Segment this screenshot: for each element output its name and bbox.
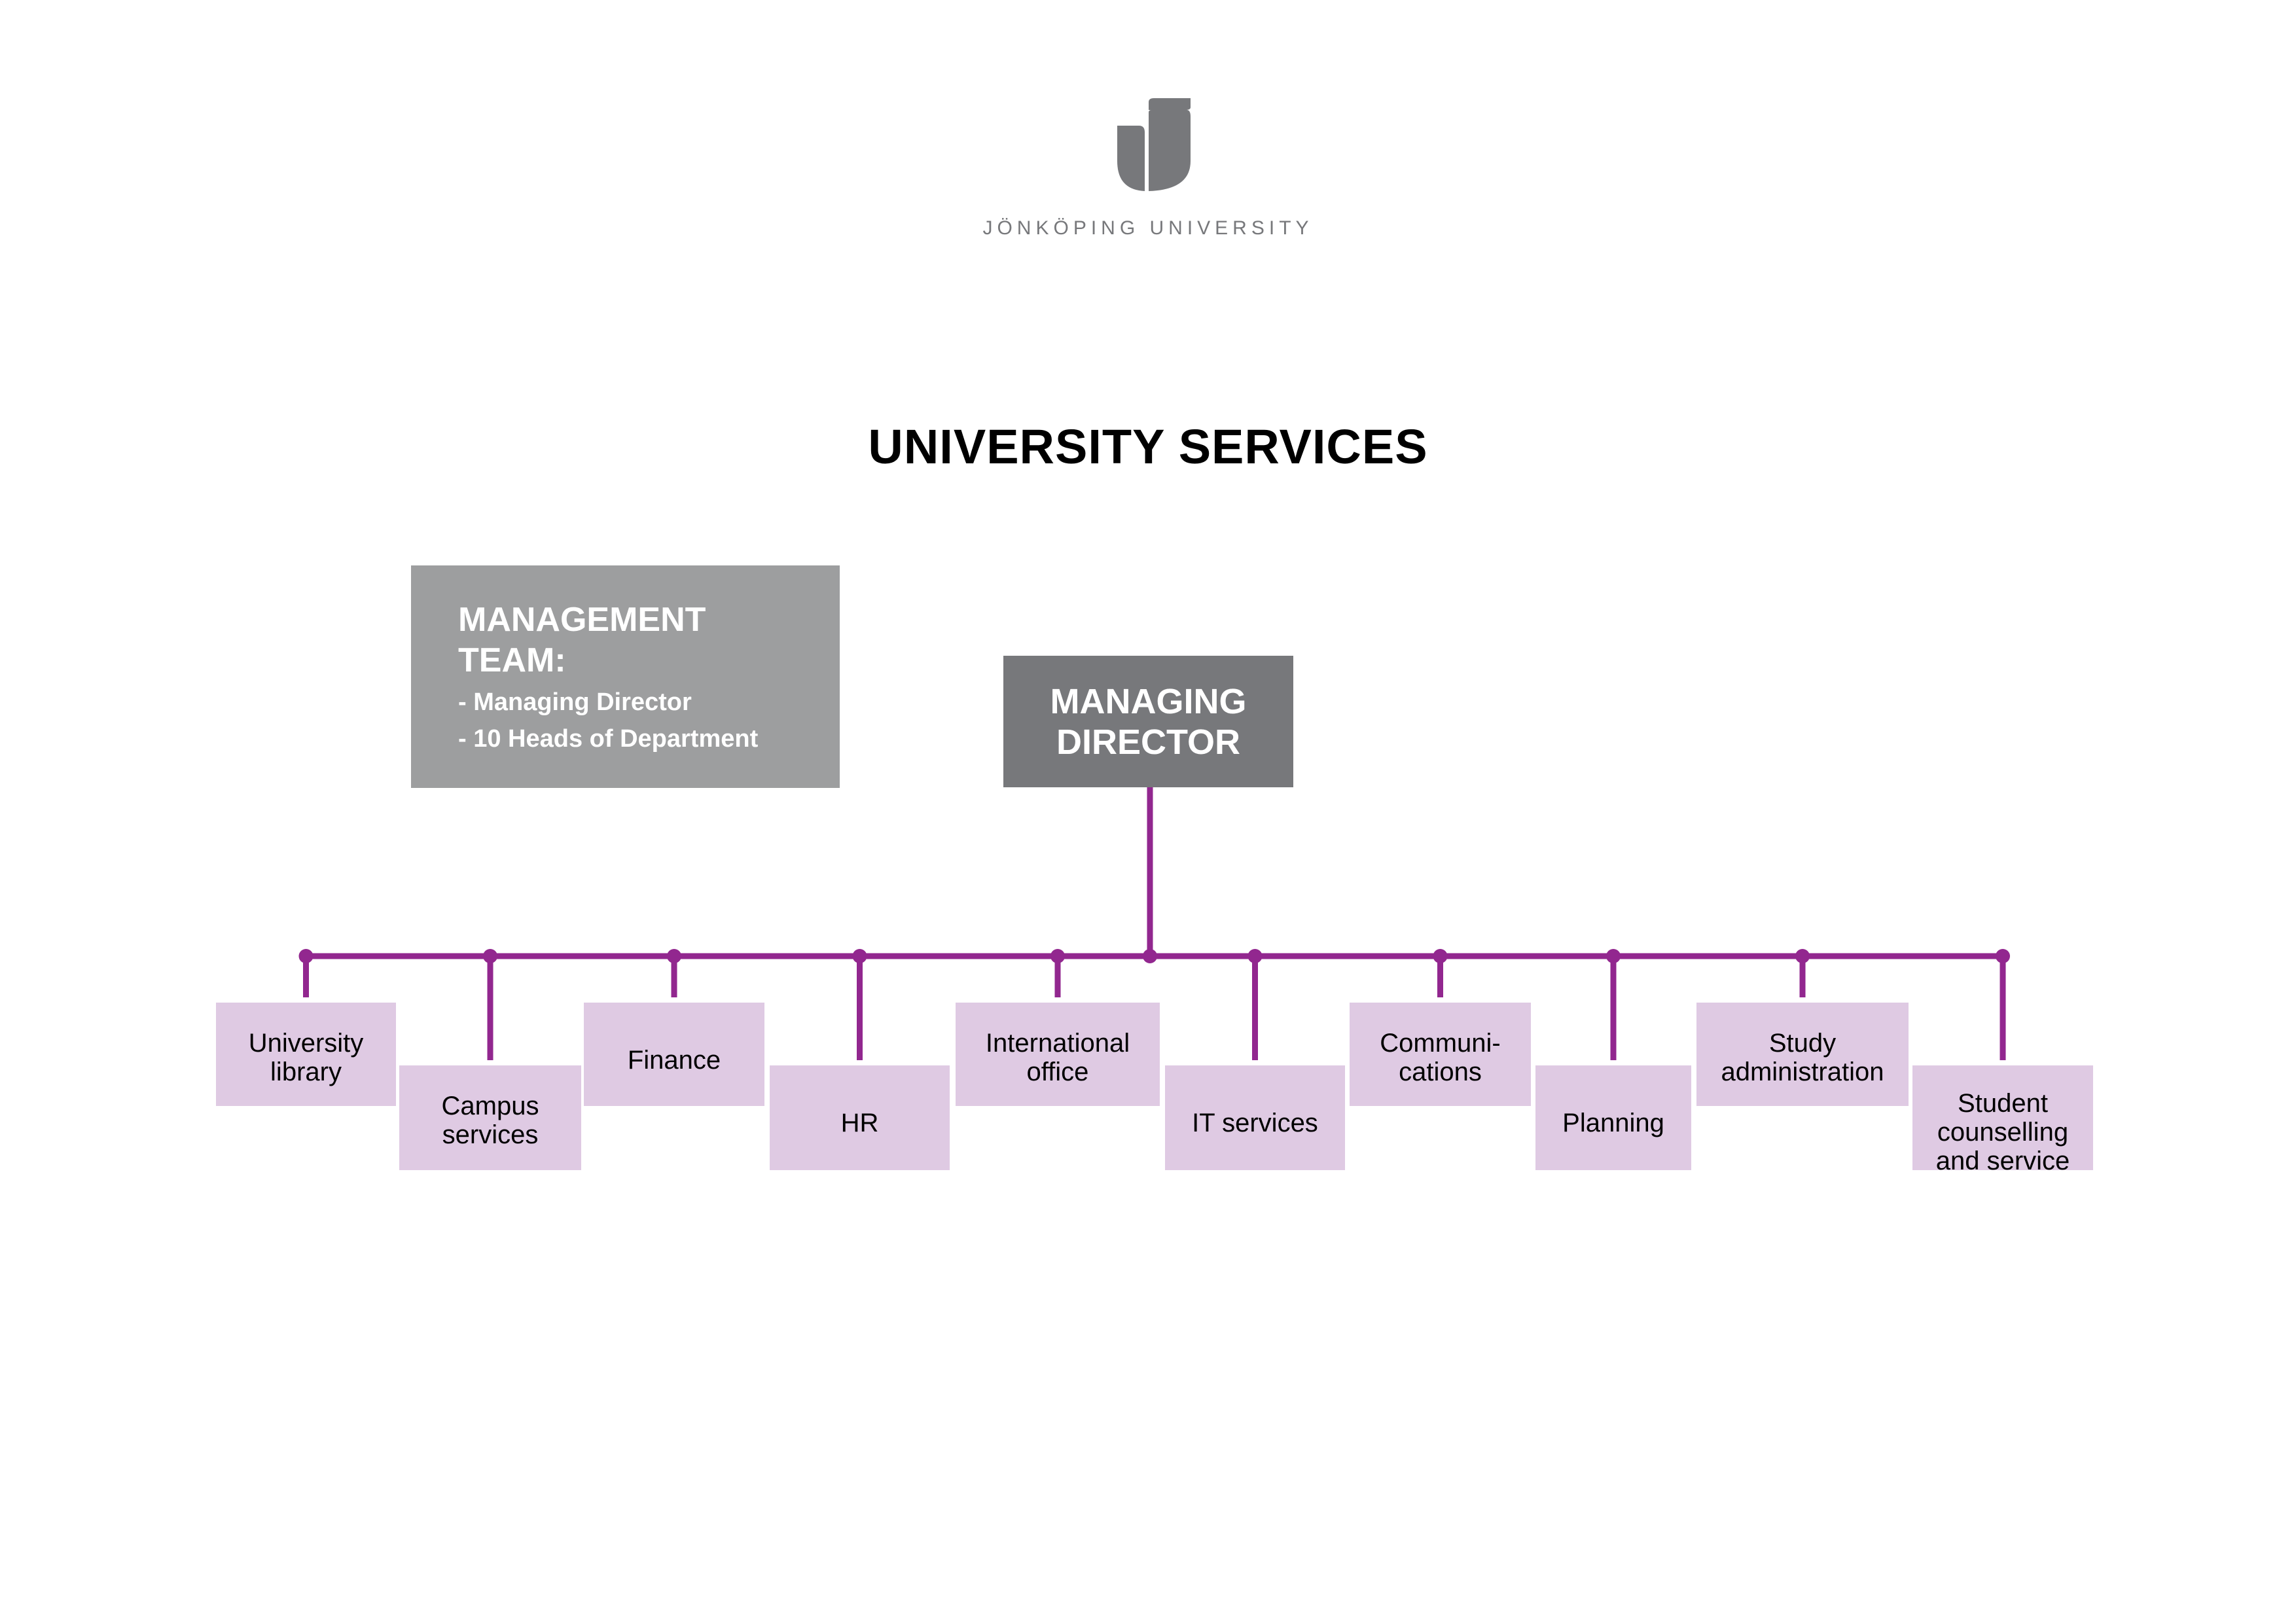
department-label: Campus services	[441, 1092, 539, 1149]
department-label: University library	[248, 1029, 364, 1086]
management-team-box: MANAGEMENT TEAM: - Managing Director - 1…	[411, 565, 840, 788]
department-label: Communi- cations	[1380, 1029, 1501, 1086]
department-box: Student counselling and service	[1912, 1065, 2093, 1175]
department-junction-dot	[1996, 949, 2010, 963]
department-junction-dot	[1606, 949, 1621, 963]
department-label: Planning	[1562, 1109, 1664, 1137]
jonkoping-university-logo-icon	[1117, 98, 1191, 191]
management-team-title: MANAGEMENT TEAM:	[458, 601, 706, 679]
department-label: Student counselling and service	[1935, 1089, 2070, 1175]
department-label: International office	[985, 1029, 1130, 1086]
department-label: Study administration	[1721, 1029, 1884, 1086]
page-title: UNIVERSITY SERVICES	[868, 419, 1428, 474]
department-label: HR	[840, 1109, 879, 1137]
management-team-item: - Managing Director	[458, 688, 692, 716]
department-box: International office	[956, 1003, 1160, 1106]
department-label: Finance	[627, 1046, 721, 1075]
department-box: Communi- cations	[1350, 1003, 1531, 1106]
department-box: IT services	[1165, 1065, 1345, 1170]
department-box: Campus services	[399, 1065, 581, 1170]
department-junction-dot	[667, 949, 681, 963]
department-junction-dot	[1050, 949, 1065, 963]
department-junction-dot	[1795, 949, 1810, 963]
department-box: HR	[770, 1065, 950, 1170]
management-team-item: - 10 Heads of Department	[458, 725, 759, 753]
logo-wordmark: JÖNKÖPING UNIVERSITY	[982, 217, 1314, 239]
department-box: University library	[216, 1003, 396, 1106]
managing-director-box: MANAGING DIRECTOR	[1003, 656, 1293, 787]
department-junction-dot	[1433, 949, 1448, 963]
department-junction-dot	[483, 949, 497, 963]
department-box: Finance	[584, 1003, 764, 1106]
department-junction-dot	[298, 949, 314, 963]
department-box: Planning	[1535, 1065, 1691, 1170]
department-junction-dot	[852, 949, 867, 963]
department-label: IT services	[1192, 1109, 1318, 1137]
department-junction-dot	[1247, 949, 1263, 963]
department-box: Study administration	[1696, 1003, 1909, 1106]
director-junction-dot	[1143, 949, 1157, 963]
